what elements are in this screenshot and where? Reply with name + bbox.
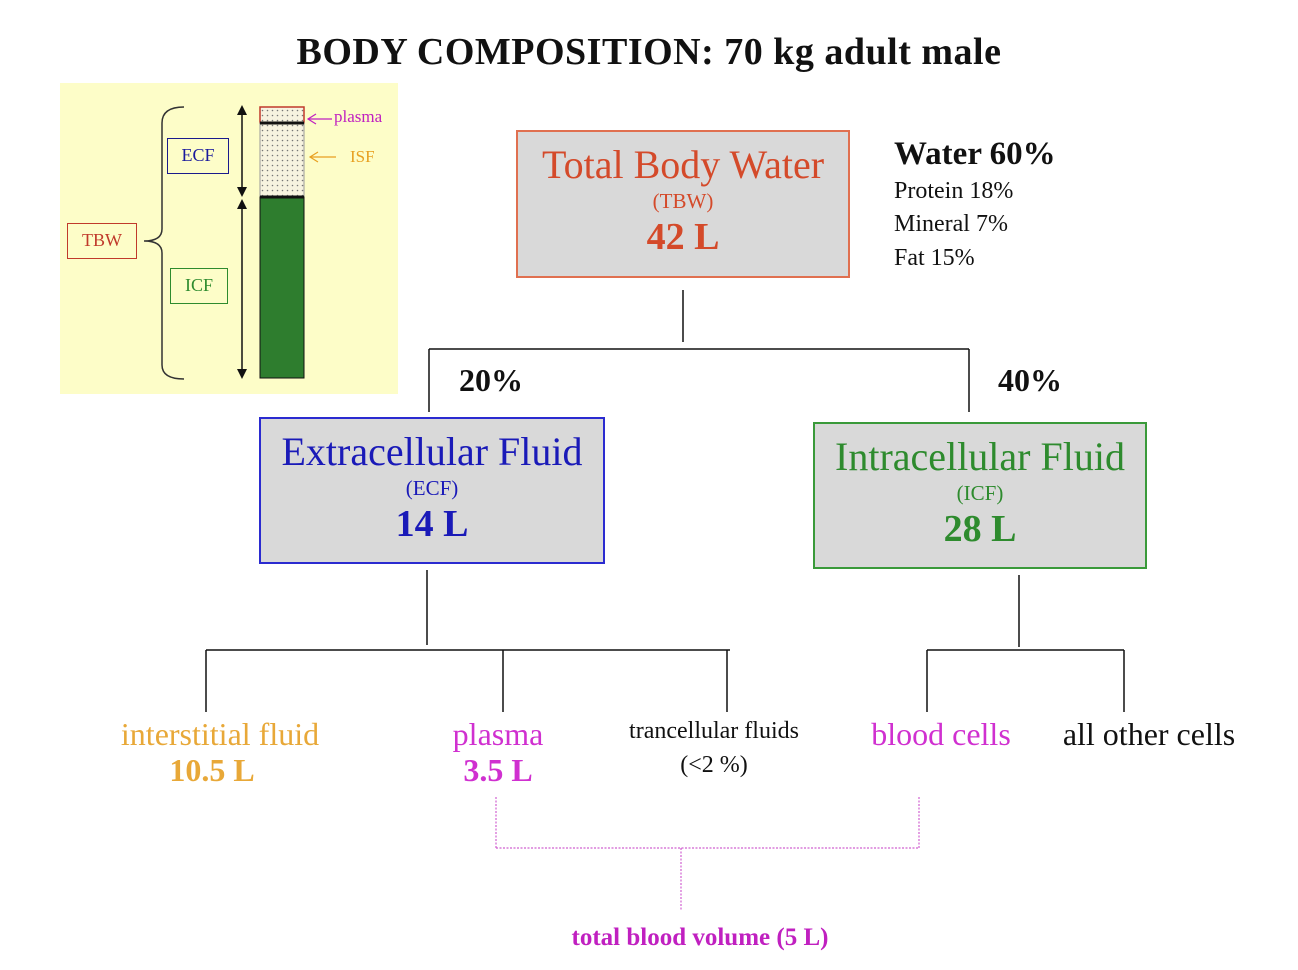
schematic-drawing (143, 105, 336, 380)
plasma-node: plasma 3.5 L (428, 716, 568, 788)
ecf-abbr: (ECF) (405, 476, 459, 500)
tbw-volume: 42 L (646, 216, 720, 258)
blood-cells-node: blood cells (850, 716, 1032, 752)
plasma-name: plasma (452, 716, 544, 752)
ecf-percent: 20% (459, 362, 523, 398)
tbw-name: Total Body Water (541, 142, 825, 187)
ecf-volume: 14 L (395, 503, 469, 545)
inset-icf-label: ICF (170, 268, 228, 304)
inset-ecf-label: ECF (167, 138, 229, 174)
inset-plasma-label: plasma (334, 107, 383, 126)
other-cells-name: all other cells (1062, 716, 1236, 752)
inset-isf-label: ISF (350, 147, 375, 166)
intracellular-fluid-box: Intracellular Fluid (ICF) 28 L (813, 422, 1147, 569)
composition-fat: Fat 15% (894, 245, 975, 271)
extracellular-fluid-box: Extracellular Fluid (ECF) 14 L (259, 417, 605, 564)
icf-percent: 40% (998, 362, 1062, 398)
body-water-schematic: ECF ICF TBW plasma ISF (60, 83, 398, 394)
interstitial-fluid-node: interstitial fluid 10.5 L (100, 716, 340, 788)
composition-protein: Protein 18% (894, 178, 1014, 204)
ecf-name: Extracellular Fluid (281, 429, 583, 474)
icf-volume: 28 L (943, 508, 1017, 550)
inset-tbw-label: TBW (67, 223, 137, 259)
icf-abbr: (ICF) (956, 481, 1004, 505)
transcellular-note: (<2 %) (680, 752, 748, 778)
composition-water: Water 60% (894, 136, 1056, 172)
transcellular-name: trancellular fluids (629, 718, 799, 744)
transcellular-fluids-node: trancellular fluids (<2 %) (604, 714, 824, 782)
tbw-abbr: (TBW) (652, 189, 714, 213)
plasma-volume: 3.5 L (463, 752, 533, 788)
icf-name: Intracellular Fluid (835, 434, 1125, 479)
blood-cells-name: blood cells (871, 716, 1011, 752)
page-title: BODY COMPOSITION: 70 kg adult male (296, 31, 1002, 73)
interstitial-volume: 10.5 L (169, 752, 255, 788)
icf-segment (259, 196, 305, 379)
total-body-water-box: Total Body Water (TBW) 42 L (516, 130, 850, 278)
isf-segment (259, 122, 305, 198)
composition-mineral: Mineral 7% (894, 211, 1008, 237)
interstitial-name: interstitial fluid (120, 716, 320, 752)
total-blood-volume: total blood volume (5 L) (571, 924, 829, 951)
other-cells-node: all other cells (1046, 716, 1252, 752)
